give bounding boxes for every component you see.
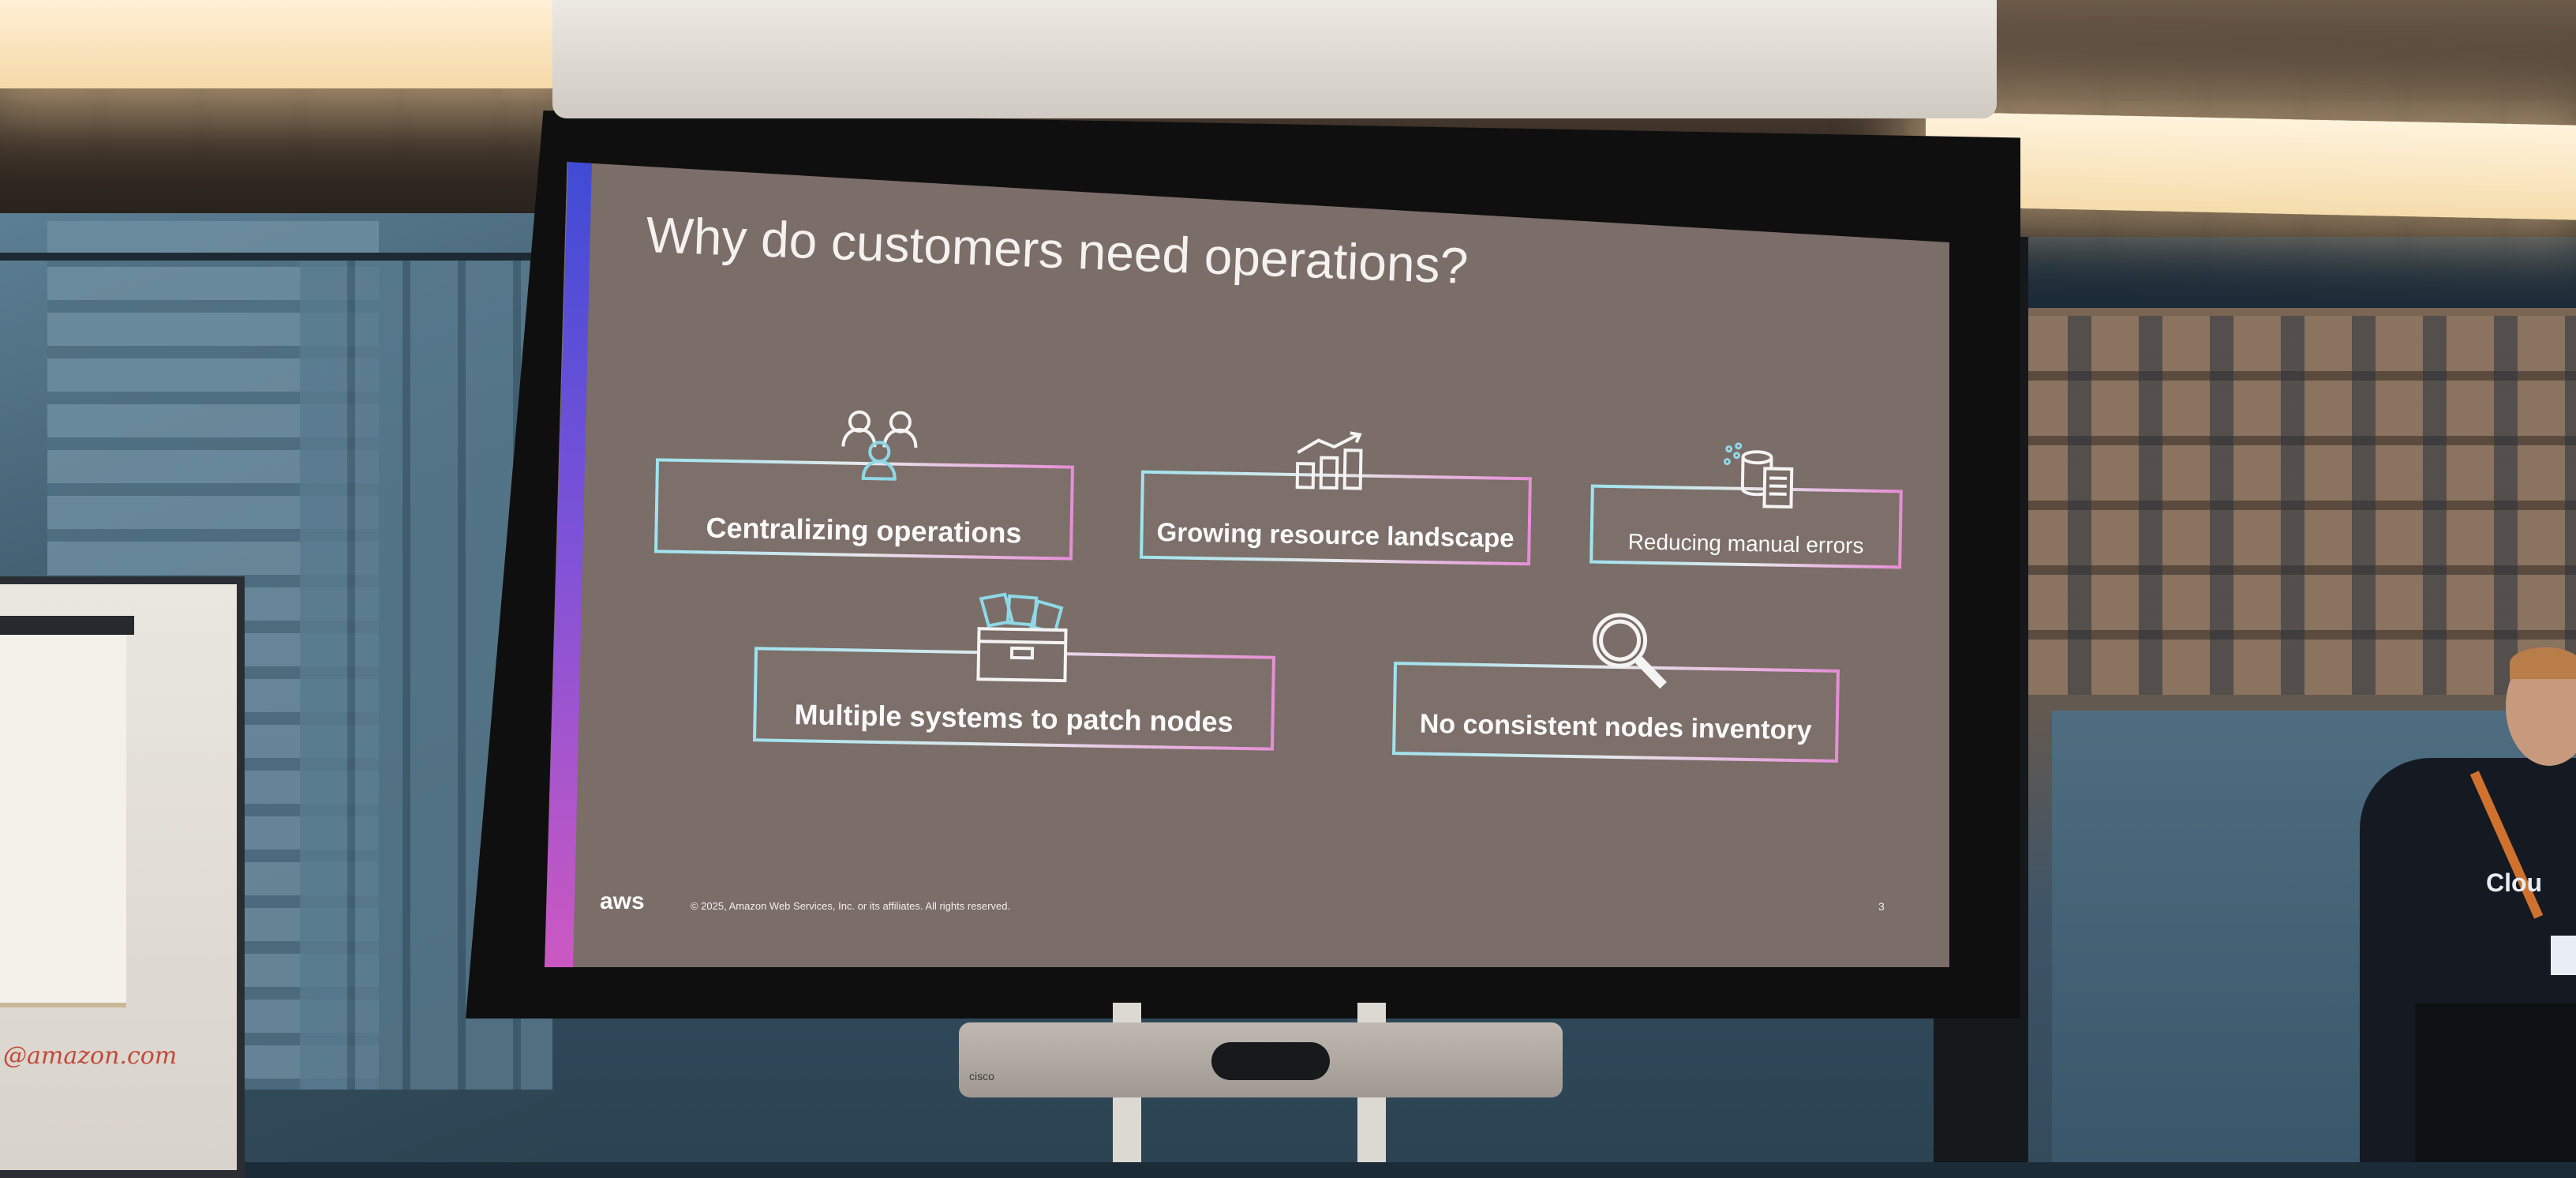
slide-title: Why do customers need operations? xyxy=(645,205,1470,294)
card-centralizing-operations: Centralizing operations xyxy=(653,410,1075,561)
card-label: No consistent nodes inventory xyxy=(1419,708,1812,746)
camera-brand-logo: cisco xyxy=(969,1070,994,1082)
building-right-windows xyxy=(2020,316,2576,695)
whiteboard-handwriting: @amazon.com xyxy=(3,1042,178,1070)
ceiling-light-right xyxy=(1926,111,2576,220)
slide-copyright: © 2025, Amazon Web Services, Inc. or its… xyxy=(691,900,1011,912)
card-label: Multiple systems to patch nodes xyxy=(794,698,1234,738)
people-group-icon xyxy=(841,410,918,481)
projector-screen-housing xyxy=(552,0,1997,118)
card-label: Reducing manual errors xyxy=(1627,529,1864,558)
slide-page-number: 3 xyxy=(1878,900,1885,913)
database-document-icon xyxy=(1723,442,1794,509)
flip-chart-paper xyxy=(0,624,126,1003)
flip-chart-clip xyxy=(0,616,134,635)
lectern xyxy=(2415,1003,2576,1162)
name-badge xyxy=(2551,936,2576,975)
card-no-consistent-nodes-inventory: No consistent nodes inventory xyxy=(1392,613,1840,763)
presenter-shirt-text: Clou xyxy=(2486,868,2543,897)
card-multiple-systems-to-patch-nodes: Multiple systems to patch nodes xyxy=(753,592,1275,751)
growth-chart-icon xyxy=(1295,431,1363,490)
card-reducing-manual-errors: Reducing manual errors xyxy=(1589,442,1903,569)
card-label: Growing resource landscape xyxy=(1156,517,1515,553)
presenter-hair xyxy=(2510,647,2576,679)
ceiling-light-left xyxy=(0,0,568,88)
card-growing-resource-landscape: Growing resource landscape xyxy=(1140,431,1532,566)
magnifying-glass-icon xyxy=(1593,613,1667,689)
presentation-slide: Why do customers need operations? Centra… xyxy=(545,162,1949,967)
card-label: Centralizing operations xyxy=(706,511,1022,550)
aws-logo: aws xyxy=(600,888,645,914)
folders-box-icon xyxy=(976,592,1068,683)
camera-lens xyxy=(1211,1042,1330,1080)
window-mullion xyxy=(0,253,568,261)
